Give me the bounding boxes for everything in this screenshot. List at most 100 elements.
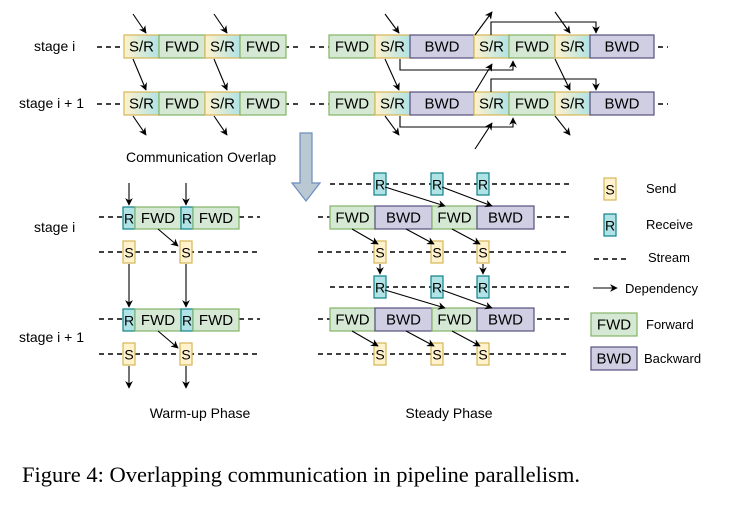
dependency-arrow <box>554 115 571 136</box>
backward-block-label: BWD <box>597 351 632 368</box>
overlap-down-arrow-icon <box>290 132 322 202</box>
send-block-label: S <box>432 347 441 363</box>
send-recv-block-label: S/R <box>560 96 585 113</box>
recv-block-label: R <box>432 177 442 193</box>
recv-block-label: R <box>124 211 134 227</box>
recv-block-label: R <box>478 280 488 296</box>
forward-block <box>239 91 287 116</box>
send-block-label: S <box>124 347 133 363</box>
legend-label-dependency: Dependency <box>625 281 698 296</box>
send-block-label: S <box>605 182 614 198</box>
backward-block <box>590 346 638 371</box>
send-recv-block-label: S/R <box>210 39 235 56</box>
send-block <box>430 240 444 264</box>
forward-block-label: FWD <box>246 39 280 56</box>
backward-block <box>476 205 535 230</box>
dependency-arrow <box>490 78 600 92</box>
dependency-arrow <box>554 58 571 91</box>
recv-block <box>430 275 444 299</box>
dependency-arrow <box>157 330 179 349</box>
forward-block-label: FWD <box>335 210 369 227</box>
forward-block <box>239 34 287 59</box>
figure-caption: Figure 4: Overlapping communication in p… <box>22 462 580 487</box>
send-recv-block-label: S/R <box>479 39 504 56</box>
send-block <box>122 240 136 264</box>
send-block <box>373 342 387 366</box>
dependency-arrow <box>384 289 446 310</box>
legend-label-send: Send <box>646 181 676 196</box>
legend-label-stream: Stream <box>648 250 690 265</box>
forward-block-label: FWD <box>165 39 199 56</box>
forward-block <box>192 206 240 230</box>
recv-block-label: R <box>375 280 385 296</box>
recv-block <box>373 172 387 196</box>
recv-block-label: R <box>478 177 488 193</box>
send-block-label: S <box>432 245 441 261</box>
forward-block <box>192 308 240 332</box>
forward-block-label: FWD <box>335 96 369 113</box>
recv-block <box>373 275 387 299</box>
backward-block <box>589 91 655 116</box>
dependency-arrow <box>384 58 400 91</box>
dependency-arrow <box>351 330 379 347</box>
backward-block-label: BWD <box>425 39 460 56</box>
send-block <box>122 342 136 366</box>
send-recv-block-label: S/R <box>210 96 235 113</box>
steady-phase-label: Steady Phase <box>405 405 492 421</box>
forward-block-label: FWD <box>165 96 199 113</box>
dependency-arrow <box>405 228 435 245</box>
forward-block-label: FWD <box>597 317 631 334</box>
pipeline-diagram: stage i S/R FWD S/R FWD stage i + 1 S/R FWD S/R F… <box>19 11 701 421</box>
forward-block-label: FWD <box>246 96 280 113</box>
backward-block-label: BWD <box>386 312 421 329</box>
send-recv-block-label: S/R <box>129 39 154 56</box>
send-recv-block-label: S/R <box>380 39 405 56</box>
recv-block-label: R <box>432 280 442 296</box>
dependency-arrow <box>405 330 435 347</box>
send-recv-block-label: S/R <box>560 39 585 56</box>
backward-block-label: BWD <box>425 96 460 113</box>
forward-block-label: FWD <box>437 210 471 227</box>
dependency-arrow <box>132 115 147 136</box>
send-block <box>179 240 193 264</box>
forward-block-label: FWD <box>437 312 471 329</box>
forward-block-label: FWD <box>199 312 233 329</box>
dependency-arrow <box>384 115 400 136</box>
forward-block-label: FWD <box>141 210 175 227</box>
dependency-arrow <box>157 228 179 247</box>
send-block <box>476 342 490 366</box>
dependency-arrow <box>351 228 379 245</box>
recv-block <box>476 172 490 196</box>
send-block-label: S <box>375 245 384 261</box>
recv-block-label: R <box>182 211 192 227</box>
recv-block-label: R <box>124 313 134 329</box>
warmup-phase-label: Warm-up Phase <box>150 405 251 421</box>
stage-label: stage i <box>34 38 75 54</box>
stage-label: stage i <box>34 219 75 235</box>
send-block <box>476 240 490 264</box>
send-block-label: S <box>478 245 487 261</box>
forward-block-label: FWD <box>335 39 369 56</box>
send-block <box>603 177 617 201</box>
recv-block <box>430 172 444 196</box>
send-block-label: S <box>478 347 487 363</box>
overlap-label: Communication Overlap <box>126 149 276 165</box>
dependency-arrow <box>451 330 481 347</box>
send-block-label: S <box>181 347 190 363</box>
dependency-arrow <box>384 186 446 208</box>
dependency-arrow <box>213 58 228 91</box>
backward-block <box>589 34 655 59</box>
backward-block-label: BWD <box>488 210 523 227</box>
backward-block-label: BWD <box>386 210 421 227</box>
backward-block <box>476 307 535 332</box>
dependency-arrow <box>384 13 400 34</box>
dependency-arrow <box>490 21 600 35</box>
forward-block-label: FWD <box>515 96 549 113</box>
dependency-arrow <box>213 115 228 136</box>
send-block-label: S <box>375 347 384 363</box>
recv-block <box>476 275 490 299</box>
stage-label: stage i + 1 <box>19 329 84 345</box>
forward-block-label: FWD <box>335 312 369 329</box>
send-recv-block-label: S/R <box>479 96 504 113</box>
forward-block-label: FWD <box>515 39 549 56</box>
